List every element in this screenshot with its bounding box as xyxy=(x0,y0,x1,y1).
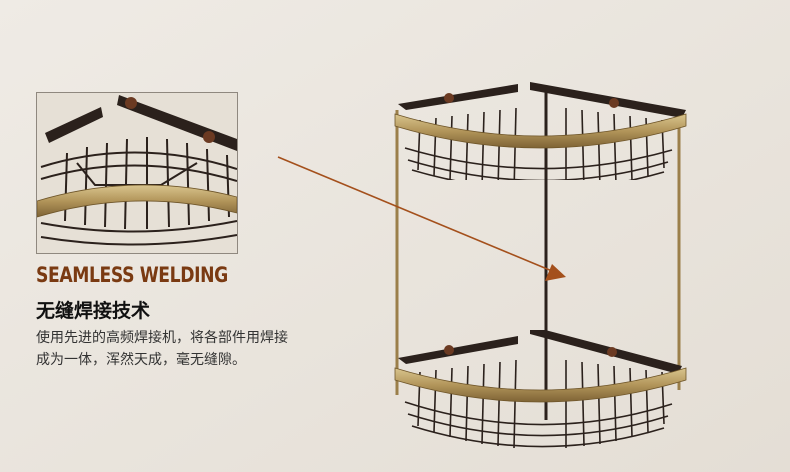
feature-description: 使用先进的高频焊接机，将各部件用焊接成为一体，浑然天成，毫无缝隙。 xyxy=(36,330,288,368)
corner-shelf xyxy=(394,82,687,449)
upper-basket xyxy=(394,82,687,180)
pointer-arrow xyxy=(277,156,566,281)
weld-detail-inset xyxy=(36,92,238,254)
feature-subheading: 无缝焊接技术 xyxy=(36,300,151,322)
lower-basket xyxy=(394,330,687,449)
feature-heading: SEAMLESS WELDING xyxy=(36,263,228,287)
